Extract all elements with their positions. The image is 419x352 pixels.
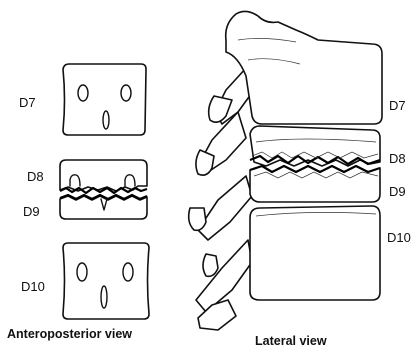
ap-vertebra-d10 — [63, 243, 149, 319]
lateral-label-d7: D7 — [389, 98, 406, 113]
ap-view: D7 D8 D9 D10 Anteroposterior view — [7, 64, 149, 341]
ap-view-caption: Anteroposterior view — [7, 327, 132, 341]
lateral-view: D7 D8 D9 D10 Lateral view — [189, 11, 411, 348]
ap-label-d9: D9 — [23, 204, 40, 219]
lateral-vertebra-d10 — [250, 206, 380, 300]
ap-label-d7: D7 — [19, 95, 36, 110]
ap-label-d10: D10 — [21, 279, 45, 294]
lateral-label-d9: D9 — [389, 184, 406, 199]
lateral-posterior-elements — [189, 56, 257, 330]
lateral-view-caption: Lateral view — [255, 334, 327, 348]
lateral-label-d10: D10 — [387, 230, 411, 245]
ap-label-d8: D8 — [27, 169, 44, 184]
ap-vertebra-d9 — [60, 195, 147, 219]
lateral-vertebra-d9 — [250, 166, 380, 202]
lateral-label-d8: D8 — [389, 151, 406, 166]
lateral-vertebra-d8 — [250, 126, 380, 166]
ap-vertebra-d8 — [60, 160, 147, 193]
lateral-vertebra-d7 — [226, 11, 382, 124]
ap-vertebra-d7 — [63, 64, 146, 135]
